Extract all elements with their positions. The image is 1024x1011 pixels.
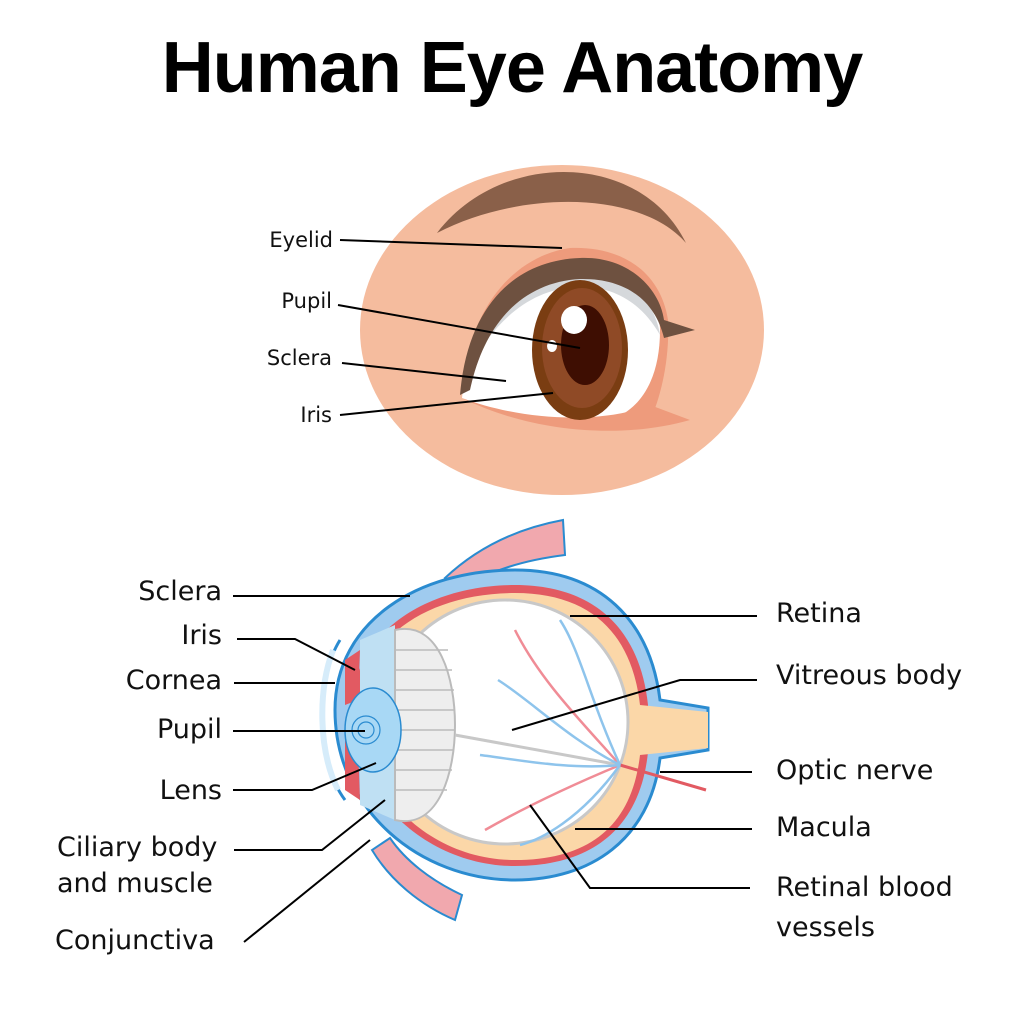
label-lens: Lens (159, 775, 222, 806)
label-iris-external: Iris (300, 403, 332, 427)
label-sclera: Sclera (138, 576, 222, 607)
label-cornea: Cornea (125, 665, 222, 696)
label-ciliary-body-line2: and muscle (57, 868, 213, 899)
cross-section-illustration (233, 518, 757, 943)
label-pupil: Pupil (156, 714, 222, 745)
external-eye-illustration (337, 165, 764, 495)
label-optic-nerve: Optic nerve (776, 755, 934, 786)
label-pupil-external: Pupil (281, 289, 332, 313)
page-title: Human Eye Anatomy (161, 28, 864, 108)
label-retinal-blood-vessels-line2: vessels (776, 912, 875, 943)
label-retinal-blood-vessels-line1: Retinal blood (776, 872, 953, 903)
label-macula: Macula (776, 812, 872, 843)
label-sclera-external: Sclera (266, 346, 332, 370)
label-eyelid: Eyelid (269, 228, 333, 252)
label-vitreous-body: Vitreous body (776, 660, 963, 691)
label-ciliary-body-line1: Ciliary body (57, 832, 218, 863)
label-retina: Retina (776, 598, 862, 629)
label-conjunctiva: Conjunctiva (55, 925, 215, 956)
label-iris: Iris (181, 620, 222, 651)
